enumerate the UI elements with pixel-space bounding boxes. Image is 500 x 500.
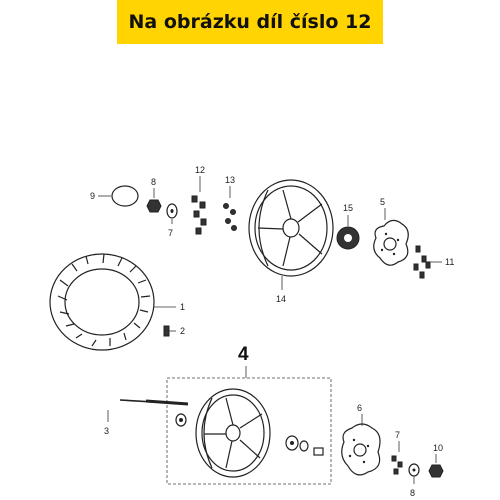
bearing-right [285,435,324,456]
axle-part: 3 [104,399,189,436]
callout-12: 14 [276,294,286,304]
rim-part-12: 14 [248,179,334,304]
bolt-set-6: 7 [391,430,403,475]
bolt-set-10: 12 [191,165,207,235]
title-banner: Na obrázku díl číslo 12 [117,0,383,44]
callout-7-bottom: 8 [410,488,415,498]
front-wheel-rim [195,388,271,478]
callout-7: 7 [168,228,173,238]
callout-3: 3 [104,426,109,436]
callout-14: 5 [380,197,385,207]
callout-9: 9 [90,191,95,201]
bolt-set-15: 11 [413,245,454,279]
washer-part: 7 [166,203,178,238]
bearing-left [175,413,187,427]
hub-part: 15 [336,203,360,250]
tire-part: 1 [49,253,185,351]
callout-5: 6 [357,403,362,413]
o-ring-part: 9 [90,185,139,207]
callout-8: 8 [151,177,156,187]
callout-2: 2 [180,326,185,336]
callout-1: 1 [180,302,185,312]
callout-6: 7 [395,430,400,440]
callout-8-bottom: 10 [433,443,443,453]
assembly-box [166,377,332,485]
valve-part: 2 [163,325,185,337]
brake-disc-part-14: 5 [373,197,409,266]
callout-15: 11 [445,257,454,267]
nut-part: 8 [146,177,162,213]
page-title: Na obrázku díl číslo 12 [128,11,372,33]
assembly-label: 4 [238,344,249,365]
bolt-set-11: 13 [223,175,237,231]
callout-11: 13 [225,175,235,185]
nut-part-bottom: 10 [428,443,444,478]
washer-part-bottom: 8 [408,463,420,498]
brake-disc-part-5: 6 [341,403,381,476]
callout-13: 15 [343,203,353,213]
callout-10: 12 [195,165,205,175]
